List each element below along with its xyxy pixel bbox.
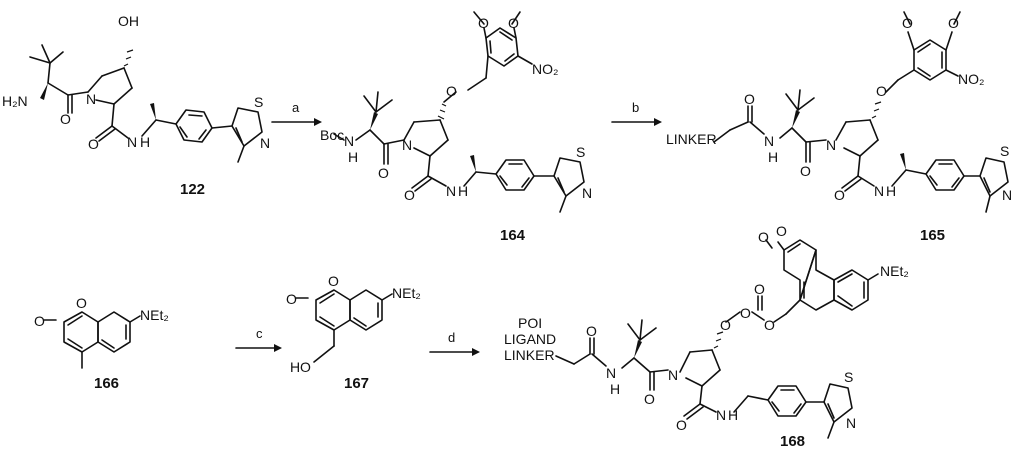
atom-o-meo1-165: O	[902, 15, 913, 31]
atom-o-meo2-164: O	[508, 15, 519, 31]
label-167: 167	[344, 375, 369, 392]
atom-o-ring-166: O	[76, 295, 87, 311]
label-122: 122	[180, 181, 205, 198]
atom-o-coumarin-carbonyl-168: O	[758, 229, 769, 245]
structure-165	[713, 11, 1009, 213]
atom-n-amide2-165: N	[874, 183, 884, 199]
step-a: a	[292, 100, 300, 115]
atom-n-boc-164: N	[344, 133, 354, 149]
atom-net2-166: NEt₂	[140, 307, 169, 323]
structure-167	[295, 289, 393, 363]
atom-o-carbonyl-164: O	[378, 165, 389, 181]
atom-no2-164: NO₂	[532, 61, 558, 77]
atom-s-168: S	[844, 369, 853, 385]
atom-linker-165: LINKER	[666, 131, 717, 147]
atom-no2-165: NO₂	[958, 71, 984, 87]
atom-o-carbonate2-168: O	[740, 305, 751, 321]
atom-o-carbonyl-166: O	[34, 313, 45, 329]
atom-o-carbonyl1-168: O	[586, 323, 597, 339]
atom-n-thiazole-165: N	[1002, 187, 1012, 203]
atom-h-amide2-168: H	[728, 407, 738, 423]
atom-o-carbonyl-carbonate-168: O	[754, 281, 765, 297]
structure-122	[29, 44, 263, 163]
atom-s-165: S	[1000, 143, 1009, 159]
atom-n-amide2-168: N	[716, 407, 726, 423]
atom-poi-168: POI	[518, 315, 542, 331]
atom-o-amide-122: O	[88, 136, 99, 152]
atom-n-amide-164: N	[446, 183, 456, 199]
atom-nh-n-122: N	[127, 134, 137, 150]
atom-h-amide2-165: H	[886, 183, 896, 199]
atom-n-pyrrolidine-164: N	[402, 137, 412, 153]
atom-nh-h-122: H	[140, 134, 150, 150]
atom-h-boc-164: H	[348, 149, 358, 165]
label-165: 165	[920, 227, 945, 244]
atom-oh-167: H	[290, 359, 300, 375]
atom-s-164: S	[576, 144, 585, 160]
atom-o-amide-164: O	[404, 187, 415, 203]
atom-o-carbonate1-168: O	[720, 317, 731, 333]
atom-o-carbonyl2-168: O	[644, 391, 655, 407]
atom-o-coumarin-ring-168: O	[776, 223, 787, 239]
structure-164	[333, 11, 585, 213]
atom-net2-168: NEt₂	[880, 263, 909, 279]
structure-168	[555, 239, 879, 439]
atom-o-ether-165: O	[876, 83, 887, 99]
label-164: 164	[500, 227, 526, 244]
atom-o-meo1-164: O	[478, 15, 489, 31]
atom-oh-122: OH	[118, 13, 139, 29]
atom-n-thiazole-164: N	[582, 185, 592, 201]
atom-net2-167: NEt₂	[392, 285, 421, 301]
step-c: c	[256, 326, 263, 341]
atom-o-ether-164: O	[446, 83, 457, 99]
atom-h-amide-164: H	[458, 183, 468, 199]
atom-o-122: O	[60, 111, 71, 127]
atom-h-amide1-168: H	[610, 381, 620, 397]
atom-s-122: S	[254, 94, 263, 110]
atom-o-hydroxy-167: O	[300, 359, 311, 375]
atom-ligand-168: LIGAND	[504, 331, 556, 347]
atom-h-amide1-165: H	[768, 149, 778, 165]
atom-linker-168: LINKER	[504, 347, 555, 363]
label-168: 168	[780, 433, 805, 450]
atom-o-amide-168: O	[676, 417, 687, 433]
atom-n-122: N	[86, 91, 96, 107]
atom-o-carbonate3-168: O	[764, 317, 775, 333]
atom-n-amide1-165: N	[764, 133, 774, 149]
atom-n-thiazole-122: N	[260, 135, 270, 151]
step-b: b	[632, 100, 639, 115]
atom-h2n-122: H₂N	[2, 93, 28, 109]
atom-o-ring-167: O	[328, 273, 339, 289]
atom-n-pyrrolidine-165: N	[826, 137, 836, 153]
label-166: 166	[94, 375, 119, 392]
atom-n-amide1-168: N	[606, 365, 616, 381]
atom-o-carbonyl-167: O	[286, 291, 297, 307]
atom-o-carbonyl1-165: O	[744, 91, 755, 107]
structure-166	[43, 311, 141, 369]
atom-o-carbonyl2-165: O	[800, 163, 811, 179]
atom-n-pyrrolidine-168: N	[668, 367, 678, 383]
step-d: d	[448, 330, 455, 345]
atom-boc-164: Boc	[320, 127, 344, 143]
atom-n-thiazole-168: N	[846, 415, 856, 431]
atom-o-meo2-165: O	[948, 15, 959, 31]
atom-o-amide-165: O	[834, 187, 845, 203]
